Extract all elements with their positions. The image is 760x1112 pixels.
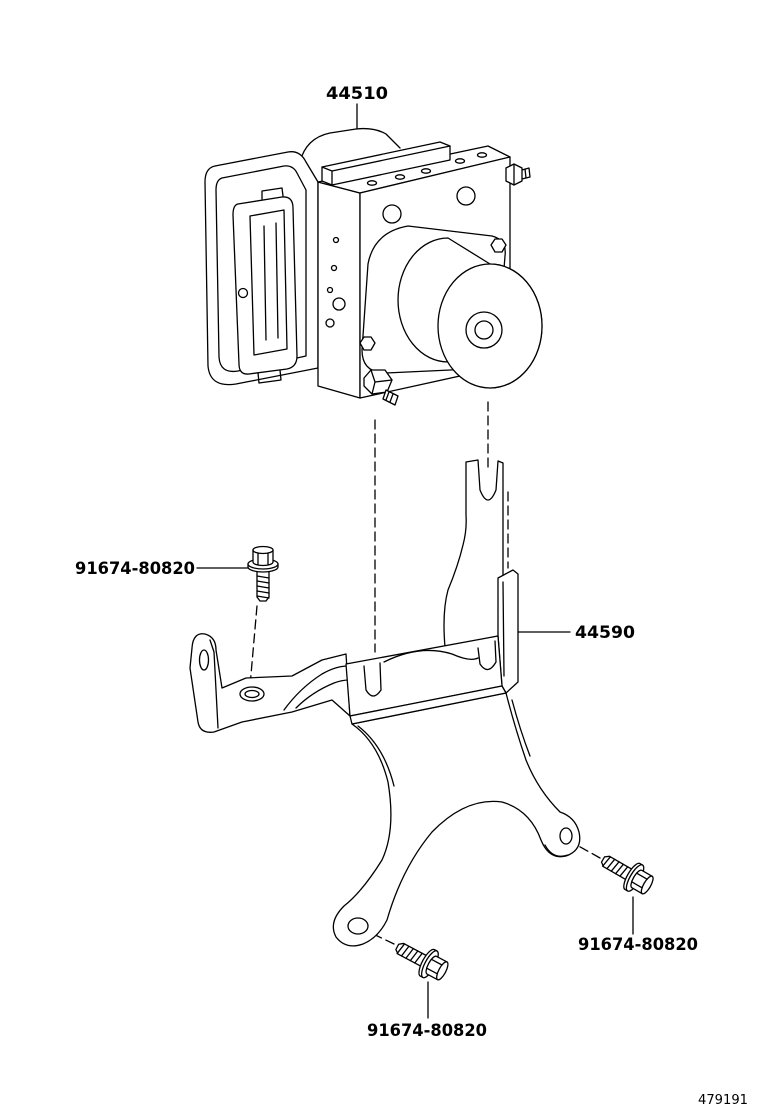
bolt-thread	[601, 856, 629, 877]
bracket-left-arm-edges	[209, 639, 350, 729]
motor-end-boss	[465, 311, 503, 349]
abs-actuator	[204, 127, 543, 406]
flange-screw-right	[490, 238, 507, 253]
hydraulic-block-raised-rim-edges	[321, 145, 451, 186]
mounting-bracket	[189, 459, 581, 947]
flange-bolt-lower-center	[395, 942, 449, 981]
bolt-thread	[396, 943, 423, 964]
bracket-platform-lip	[349, 685, 507, 725]
motor-end-face	[437, 263, 543, 389]
flange-screw-left	[359, 336, 376, 351]
mounting-stud-bottom	[382, 389, 399, 406]
mounting-stud-right-edges	[513, 163, 527, 186]
bolt-thread	[256, 575, 270, 599]
illustration-number: 479191	[698, 1093, 748, 1108]
block-side-holes	[325, 236, 346, 328]
bolt-head-hex-edges	[426, 958, 443, 975]
leader-lines	[196, 103, 634, 1019]
alignment-lines	[249, 401, 601, 945]
bracket-left-holes	[198, 649, 265, 702]
bolt-head-side	[630, 869, 653, 895]
bracket-left-arm	[189, 633, 351, 733]
bracket-lower-holes	[347, 827, 573, 935]
bolt-head-top	[640, 875, 654, 895]
bolt-head-side	[425, 955, 448, 981]
bolt-head-top	[436, 961, 449, 981]
bolt-head-hex-edges	[631, 872, 648, 889]
part-callout-top: 44510	[326, 84, 388, 104]
part-callout-right-bolt: 91674-80820	[578, 935, 698, 955]
bolt-head-top	[252, 545, 274, 555]
part-callout-bottom-bolt: 91674-80820	[367, 1021, 487, 1041]
ecu-housing-rim	[215, 165, 307, 373]
bolt-head-hex-edges	[257, 552, 269, 566]
mounting-nut-bottom-edges	[370, 369, 393, 395]
bracket-lower-arm-edges	[357, 699, 569, 857]
hydraulic-block-left-face	[317, 181, 361, 399]
bracket-right-flange-edge	[502, 581, 505, 677]
motor-end-boss-inner	[474, 320, 494, 340]
part-callout-bracket: 44590	[575, 623, 635, 643]
flange-bolt-upper-left	[247, 545, 279, 602]
actuator-top-hump	[299, 127, 401, 163]
ecu-connector-detail	[237, 187, 288, 384]
part-callout-left-bolt: 91674-80820	[75, 559, 195, 579]
bracket-platform-slots	[363, 640, 497, 697]
bracket-lower-arms	[332, 692, 581, 947]
flange-bolt-lower-right	[600, 855, 654, 895]
hydraulic-port-holes	[366, 152, 488, 224]
bracket-upper-strap	[443, 459, 504, 648]
